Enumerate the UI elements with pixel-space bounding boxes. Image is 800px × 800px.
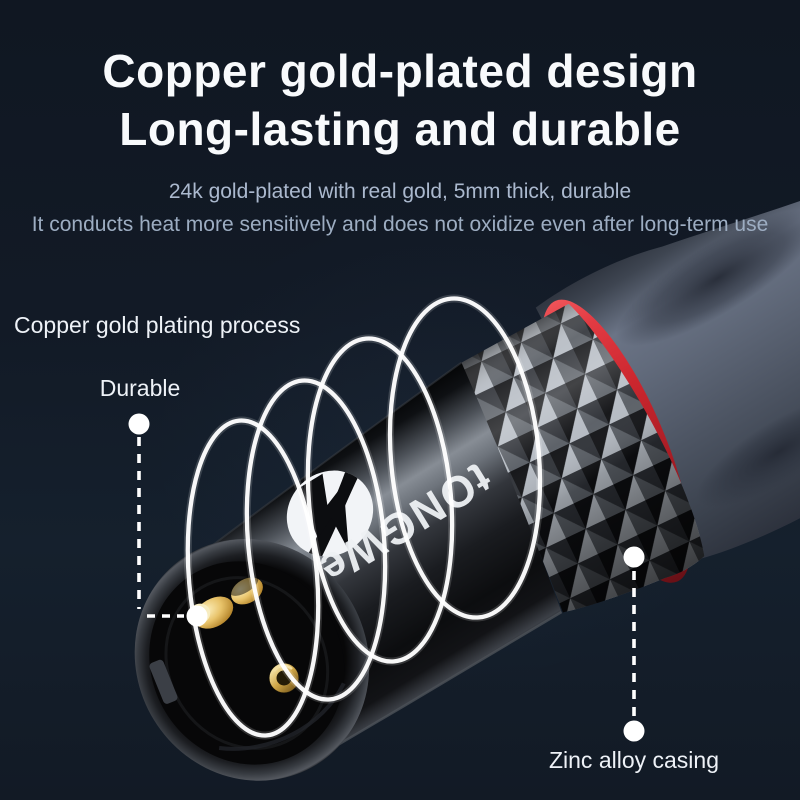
spiral-rings — [183, 294, 545, 740]
callout-label-durable: Durable — [99, 375, 181, 401]
title-line-2: Long-lasting and durable — [119, 103, 681, 155]
title-line-1: Copper gold-plated design — [102, 45, 698, 97]
knurl-shading — [459, 303, 705, 613]
xlr-connector: tONGWei — [134, 125, 800, 781]
barrel-bottom-rimlight — [312, 610, 563, 761]
latch-notch — [149, 659, 178, 704]
spiral-ring-4 — [387, 296, 543, 620]
callout-durable-marker — [128, 413, 208, 627]
spiral-ring-1 — [185, 418, 321, 738]
callout-zinc-marker — [623, 546, 645, 742]
cable-boot — [535, 125, 800, 562]
callout-dot — [623, 720, 645, 742]
spiral-ring-2 — [244, 378, 388, 702]
page-title: Copper gold-plated design Long-lasting a… — [0, 42, 800, 158]
boot-dimple — [615, 209, 800, 347]
subtitle-line-1: 24k gold-plated with real gold, 5mm thic… — [168, 180, 632, 203]
recess-reflection — [164, 576, 330, 750]
callout-label-process: Copper gold plating process — [14, 312, 301, 338]
barrel-top-edge — [192, 361, 463, 561]
callout-label-zinc: Zinc alloy casing — [548, 747, 720, 773]
spiral-ring-3 — [305, 336, 455, 664]
boot-dimple — [696, 396, 800, 508]
callout-dot — [623, 546, 645, 568]
callout-dot — [128, 413, 150, 435]
callout-dot — [186, 605, 208, 627]
subtitle-line-2: It conducts heat more sensitively and do… — [31, 213, 769, 236]
